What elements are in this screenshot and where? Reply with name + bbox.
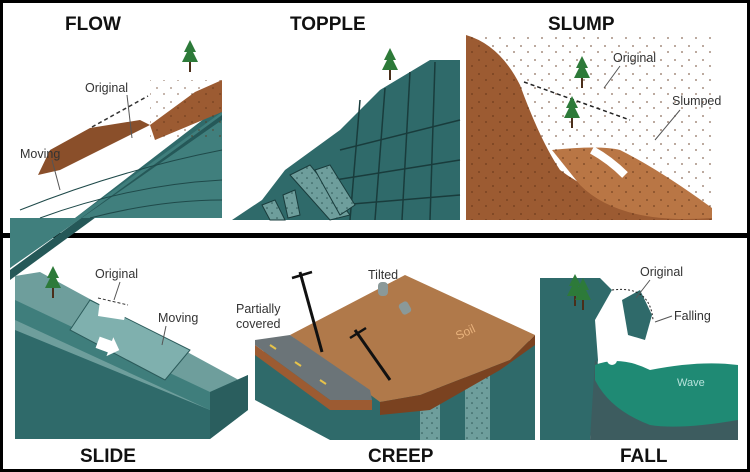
slump-label-original: Original	[613, 51, 656, 65]
fall-label-original: Original	[640, 265, 683, 279]
slump-label-slumped: Slumped	[672, 94, 721, 108]
flow-leader-moving	[51, 159, 61, 191]
creep-label-covered: covered	[236, 317, 281, 331]
slide-leader-moving	[161, 325, 167, 346]
flow-leader-original	[126, 94, 133, 139]
fall-title: FALL	[620, 446, 668, 467]
flow-title: FLOW	[65, 14, 121, 35]
fall-label-wave: Wave	[677, 377, 705, 389]
topple-title: TOPPLE	[290, 14, 366, 35]
fall-leader-original	[635, 279, 651, 299]
creep-title: CREEP	[368, 446, 434, 467]
creep-illustration	[255, 270, 535, 440]
slide-leader-original	[113, 281, 121, 301]
slide-illustration	[15, 266, 248, 439]
flow-label-moving: Moving	[20, 147, 60, 161]
flow-illustration	[10, 40, 223, 280]
fall-label-falling: Falling	[674, 309, 711, 323]
fall-illustration	[540, 274, 738, 440]
fall-leader-falling	[654, 315, 673, 323]
flow-label-original: Original	[85, 81, 128, 95]
slump-title: SLUMP	[548, 14, 615, 35]
creep-label-partially: Partially	[236, 302, 281, 316]
slide-label-moving: Moving	[158, 311, 198, 325]
slide-label-original: Original	[95, 267, 138, 281]
slide-title: SLIDE	[80, 446, 136, 467]
creep-label-tilted: Tilted	[368, 268, 398, 282]
topple-illustration	[232, 48, 461, 221]
slump-leader-slumped	[654, 109, 681, 141]
slump-illustration	[466, 35, 712, 220]
slump-leader-original	[603, 65, 621, 89]
